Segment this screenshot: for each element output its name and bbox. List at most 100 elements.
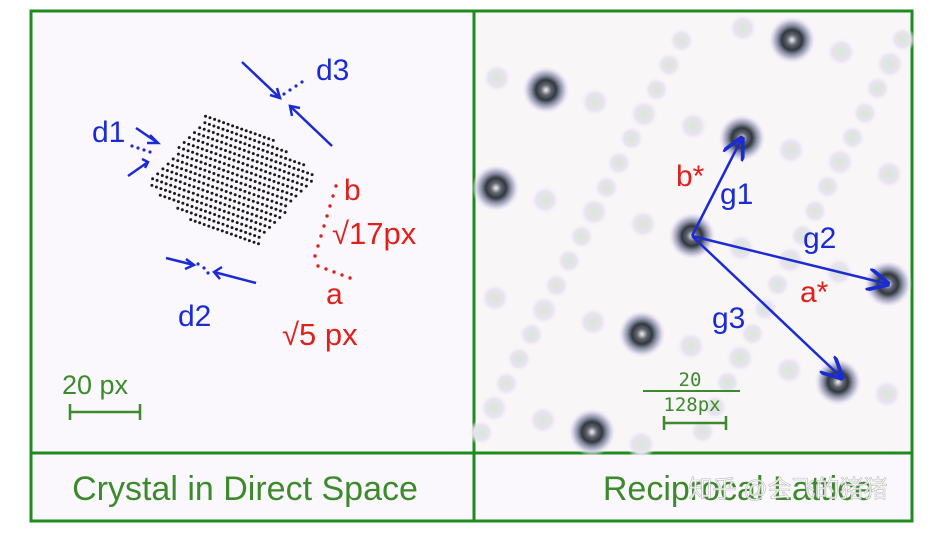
lattice-dot (287, 171, 291, 175)
lattice-dot (221, 127, 225, 131)
lattice-dot (220, 134, 224, 138)
faint-diffraction-spot (629, 99, 659, 129)
lattice-dot (189, 218, 193, 222)
lattice-dot (169, 183, 173, 187)
lattice-dot (185, 209, 189, 213)
lattice-dot (256, 201, 260, 205)
lattice-dot (255, 166, 258, 170)
lattice-dot (269, 165, 273, 169)
lattice-dot (225, 135, 229, 139)
lattice-dot (237, 208, 240, 211)
lattice-dot (244, 224, 248, 228)
lattice-dot (215, 145, 218, 149)
lattice-dot (202, 175, 206, 179)
lattice-dot (263, 224, 267, 228)
lattice-dot (235, 132, 238, 136)
lattice-dot (213, 206, 217, 210)
lattice-dot (280, 148, 284, 152)
faint-diffraction-spot (529, 295, 559, 325)
lattice-dot (252, 145, 256, 149)
lattice-dot (243, 189, 247, 193)
lattice-dot (260, 209, 264, 213)
lattice-dot (234, 186, 238, 190)
g3-vector (691, 235, 842, 378)
lattice-dot (220, 229, 224, 233)
lattice-dot (257, 140, 261, 144)
faint-diffraction-spot (543, 272, 570, 299)
lattice-dot (304, 184, 308, 188)
a-vector-dotted (316, 264, 352, 280)
lattice-dot (186, 196, 190, 200)
lattice-dot (177, 193, 181, 197)
lattice-dot (269, 158, 273, 162)
lattice-dot (211, 185, 215, 189)
lattice-dot (173, 192, 176, 195)
lattice-dot (215, 186, 219, 190)
lattice-dot (229, 191, 233, 195)
lattice-dot (204, 155, 208, 159)
lattice-dot (266, 150, 269, 154)
lattice-dot (264, 211, 268, 215)
b-length-label: √17px (332, 216, 417, 251)
faint-diffraction-spot (678, 111, 708, 141)
lattice-dot (231, 212, 235, 216)
lattice-dot (266, 198, 269, 201)
lattice-dot (244, 183, 248, 187)
lattice-dot (226, 170, 230, 174)
lattice-dot (238, 188, 242, 192)
lattice-dot (257, 188, 261, 192)
lattice-dot (237, 201, 241, 205)
lattice-dot (286, 178, 290, 182)
lattice-dot (224, 196, 227, 200)
faint-diffraction-spot (725, 343, 755, 373)
lattice-dot (222, 162, 226, 166)
lattice-dot (241, 162, 245, 165)
lattice-dot (264, 170, 268, 174)
faint-diffraction-spot (493, 370, 520, 397)
lattice-dot (161, 167, 165, 171)
lattice-dot (247, 198, 251, 202)
lattice-dot (258, 181, 262, 185)
lattice-dot (301, 169, 305, 173)
lattice-dot (218, 201, 222, 205)
lattice-dot (206, 136, 210, 139)
lattice-dot (297, 161, 301, 165)
lattice-dot (178, 180, 182, 184)
lattice-dot (243, 142, 247, 146)
lattice-dot (225, 183, 229, 187)
lattice-dot (284, 197, 288, 201)
lattice-dot (252, 193, 256, 197)
lattice-dot (280, 189, 284, 193)
lattice-dot (175, 172, 178, 176)
lattice-dot (227, 163, 231, 167)
lattice-dot (219, 147, 223, 151)
lattice-dot (258, 229, 262, 233)
lattice-dot (277, 174, 281, 178)
lattice-dot (177, 146, 181, 149)
lattice-dot (220, 140, 224, 144)
lattice-dot (295, 188, 299, 191)
lattice-dot (243, 237, 247, 241)
d3-marker (241, 61, 333, 147)
lattice-dot (272, 179, 276, 183)
lattice-dot (208, 211, 212, 215)
lattice-dot (277, 181, 280, 185)
lattice-dot (227, 157, 231, 161)
faint-diffraction-spot (852, 100, 878, 126)
lattice-dot (274, 160, 278, 164)
lattice-dot (203, 168, 207, 172)
lattice-dot (300, 183, 304, 186)
lattice-dot (200, 195, 204, 199)
lattice-dot (248, 137, 252, 141)
lattice-dot (197, 132, 201, 136)
lattice-dot (198, 126, 202, 130)
lattice-dot (229, 232, 233, 236)
lattice-dot (163, 195, 167, 199)
faint-diffraction-spot (479, 393, 509, 423)
lattice-dot (305, 178, 309, 182)
lattice-dot (151, 177, 155, 181)
lattice-dot (199, 160, 203, 164)
lattice-dot (238, 194, 242, 198)
lattice-dot (231, 165, 235, 169)
